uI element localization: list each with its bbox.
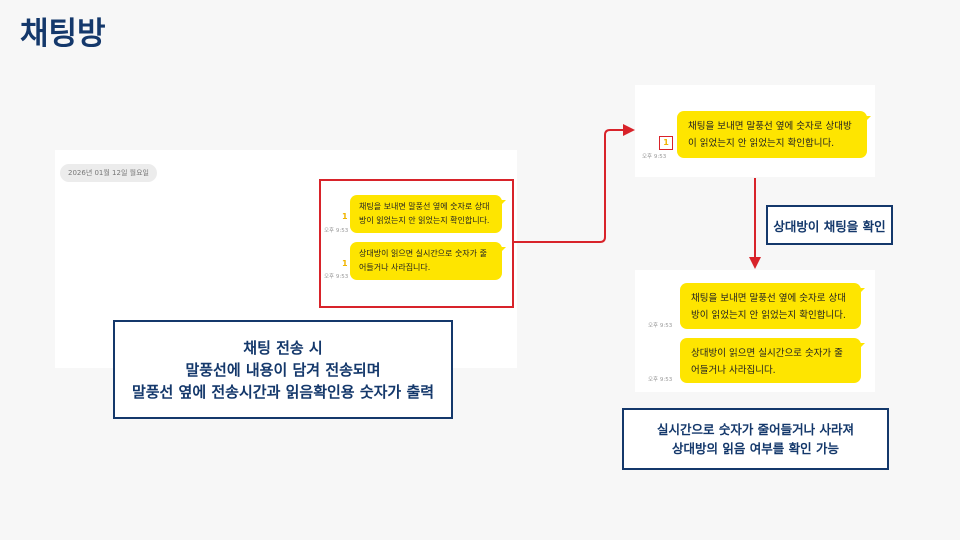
message-bubble[interactable]: 채팅을 보내면 말풍선 옆에 숫자로 상대방이 읽었는지 안 읽었는지 확인합니… xyxy=(677,111,871,158)
message-time: 오후 9:53 xyxy=(324,274,349,280)
step-label: 상대방이 채팅을 확인 xyxy=(766,205,893,245)
message-time: 오후 9:53 xyxy=(648,323,673,329)
caption-right: 실시간으로 숫자가 줄어들거나 사라져 상대방의 읽음 여부를 확인 가능 xyxy=(622,408,889,470)
caption-line: 채팅 전송 시 xyxy=(243,338,323,357)
caption-line: 상대방의 읽음 여부를 확인 가능 xyxy=(672,441,839,456)
message-bubble[interactable]: 상대방이 읽으면 실시간으로 숫자가 줄어들거나 사라집니다. xyxy=(680,338,865,383)
caption-line: 실시간으로 숫자가 줄어들거나 사라져 xyxy=(656,422,855,437)
date-divider: 2026년 01월 12일 월요일 xyxy=(60,164,157,182)
arrow-right xyxy=(514,124,635,243)
read-count: 1 xyxy=(342,259,348,268)
page-title: 채팅방 xyxy=(20,16,106,52)
highlight-box xyxy=(319,179,514,308)
caption-left: 채팅 전송 시 말풍선에 내용이 담겨 전송되며 말풍선 옆에 전송시간과 읽음… xyxy=(113,320,453,419)
caption-line: 말풍선 옆에 전송시간과 읽음확인용 숫자가 출력 xyxy=(131,382,435,401)
caption-line: 말풍선에 내용이 담겨 전송되며 xyxy=(185,360,381,379)
message-bubble[interactable]: 채팅을 보내면 말풍선 옆에 숫자로 상대방이 읽었는지 안 읽었는지 확인합니… xyxy=(350,195,506,233)
read-count: 1 xyxy=(342,212,348,221)
message-bubble[interactable]: 채팅을 보내면 말풍선 옆에 숫자로 상대방이 읽었는지 안 읽었는지 확인합니… xyxy=(680,283,865,329)
read-count: 1 xyxy=(659,136,673,150)
message-time: 오후 9:53 xyxy=(324,228,349,234)
message-bubble[interactable]: 상대방이 읽으면 실시간으로 숫자가 줄어들거나 사라집니다. xyxy=(350,242,506,280)
message-time: 오후 9:53 xyxy=(648,377,673,383)
message-time: 오후 9:53 xyxy=(642,154,667,160)
